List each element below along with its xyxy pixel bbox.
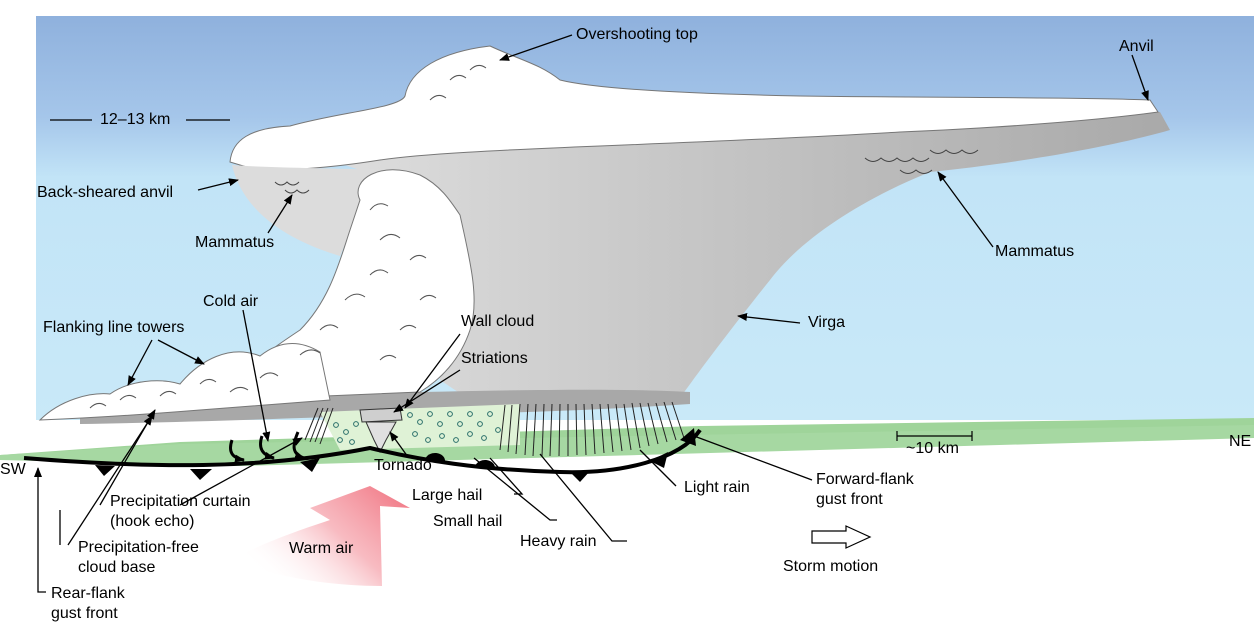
label-forward-flank-line2: gust front bbox=[816, 491, 883, 508]
label-overshooting-top: Overshooting top bbox=[576, 26, 698, 43]
label-flanking-line-towers: Flanking line towers bbox=[43, 319, 185, 336]
distance-scale bbox=[896, 431, 973, 441]
hail-dots bbox=[333, 411, 501, 445]
back-sheared-anvil-lobe bbox=[232, 165, 390, 256]
label-striations: Striations bbox=[461, 350, 528, 367]
label-back-sheared-anvil: Back-sheared anvil bbox=[37, 184, 174, 201]
anvil-white-top bbox=[229, 45, 1159, 171]
gust-front-line bbox=[23, 428, 702, 475]
label-mammatus-left: Mammatus bbox=[195, 234, 275, 251]
label-ne: NE bbox=[1229, 433, 1252, 450]
wall-cloud bbox=[359, 407, 403, 423]
outflow-arrows bbox=[229, 431, 305, 463]
label-precip-free-line2: cloud base bbox=[78, 559, 156, 576]
cloud-base-gray bbox=[80, 389, 690, 424]
cloud-scallops bbox=[89, 64, 487, 409]
label-anvil: Anvil bbox=[1119, 38, 1154, 55]
label-precip-curtain-line1: Precipitation curtain bbox=[110, 493, 251, 510]
label-small-hail: Small hail bbox=[433, 513, 503, 530]
label-mammatus-right: Mammatus bbox=[995, 243, 1075, 260]
label-storm-motion: Storm motion bbox=[783, 558, 879, 575]
label-warm-air: Warm air bbox=[289, 540, 354, 557]
rain-streaks bbox=[304, 401, 685, 457]
anvil-gray-body bbox=[240, 112, 1170, 402]
label-distance-scale: ~10 km bbox=[906, 440, 959, 457]
label-forward-flank-line1: Forward-flank bbox=[816, 471, 914, 488]
tornado-funnel bbox=[365, 421, 397, 454]
label-sw: SW bbox=[0, 461, 26, 478]
label-cold-air: Cold air bbox=[203, 293, 259, 310]
leader-lines bbox=[34, 34, 1149, 593]
label-wall-cloud: Wall cloud bbox=[461, 313, 535, 330]
gust-front-barbs bbox=[95, 428, 696, 482]
label-precip-free-line1: Precipitation-free bbox=[78, 539, 199, 556]
flanking-line-towers bbox=[38, 342, 331, 421]
label-large-hail: Large hail bbox=[412, 487, 483, 504]
label-rear-flank-line1: Rear-flank bbox=[51, 585, 125, 602]
updraft-tower bbox=[229, 169, 475, 401]
mammatus-left-shapes bbox=[274, 181, 310, 194]
label-precip-curtain-line2: (hook echo) bbox=[110, 513, 195, 530]
label-heavy-rain: Heavy rain bbox=[520, 533, 597, 550]
storm-motion-arrow bbox=[811, 525, 872, 549]
mammatus-right-shapes bbox=[864, 149, 979, 174]
warm-air-arrow bbox=[230, 486, 410, 586]
label-virga: Virga bbox=[808, 314, 846, 331]
label-tornado: Tornado bbox=[374, 457, 432, 474]
label-light-rain: Light rain bbox=[684, 479, 750, 496]
label-altitude: 12–13 km bbox=[100, 111, 171, 128]
label-rear-flank-line2: gust front bbox=[51, 605, 118, 622]
